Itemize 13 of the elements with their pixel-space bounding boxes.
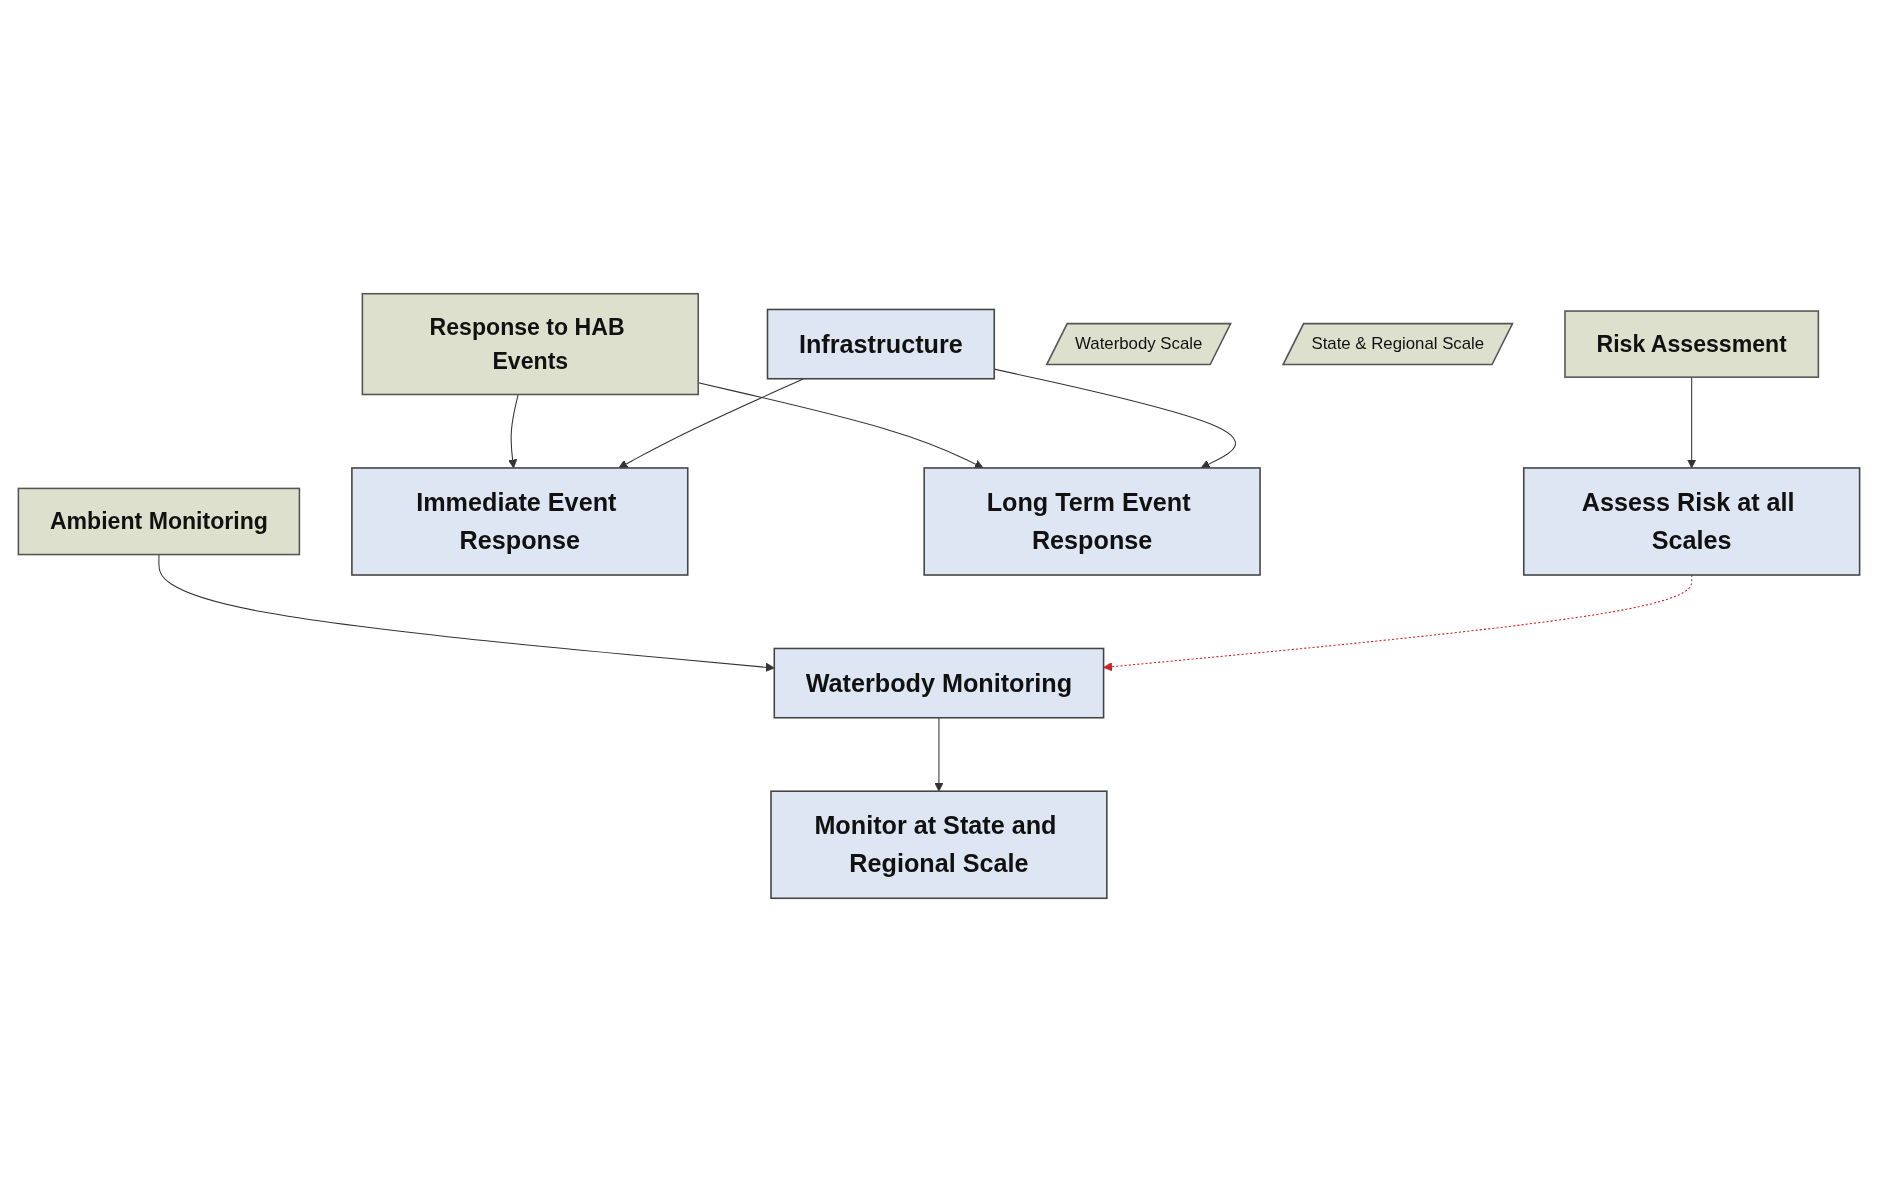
node-box: Long Term Event Response: [923, 467, 1261, 576]
node-box: Risk Assessment: [1564, 310, 1820, 378]
node-box: Infrastructure: [766, 308, 996, 380]
arrow: [934, 717, 944, 792]
node-box: Ambient Monitoring: [17, 487, 301, 556]
node-box: Assess Risk at all Scales: [1522, 467, 1861, 576]
node-box: Waterbody Monitoring: [773, 647, 1105, 719]
node-box: Monitor at State and Regional Scale: [770, 790, 1108, 900]
node-box: Immediate Event Response: [351, 467, 689, 576]
node-box: Response to HAB Events: [361, 292, 700, 396]
arrow: [1687, 376, 1697, 469]
arrow: [158, 554, 775, 672]
arrow: [508, 393, 519, 469]
